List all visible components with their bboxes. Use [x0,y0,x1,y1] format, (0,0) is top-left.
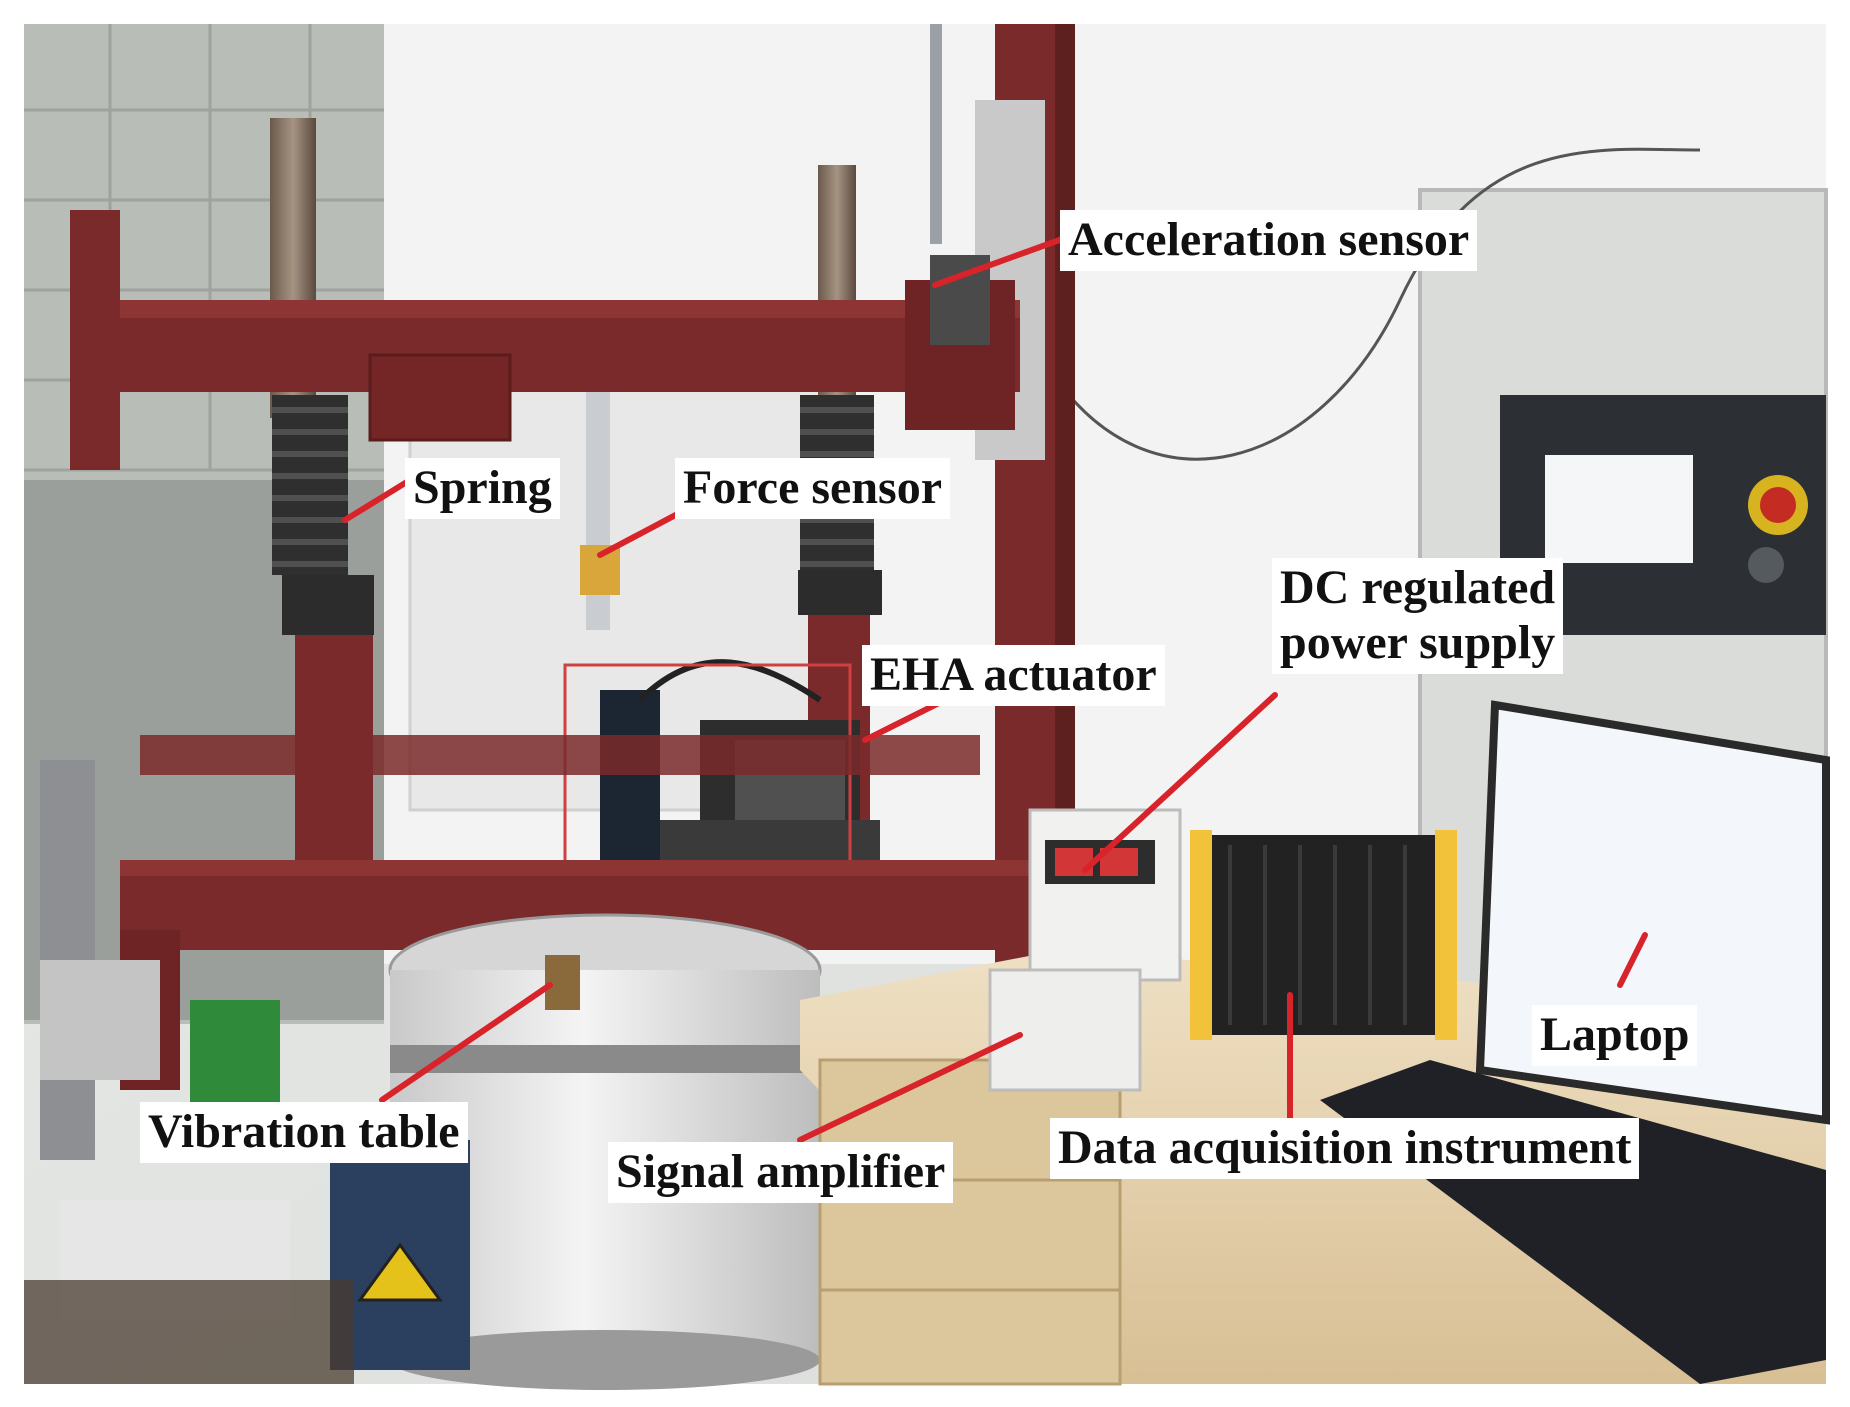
label-vibration-table: Vibration table [140,1102,468,1164]
label-dc-line1: DC regulated [1280,561,1556,614]
signal-amplifier [988,968,1142,1092]
label-dc-power-supply: DC regulated power supply [1272,558,1564,675]
dc-power-supply [1028,808,1182,982]
label-force-sensor: Force sensor [675,458,951,520]
leader-force-sensor [597,507,688,558]
label-laptop: Laptop [1532,1005,1698,1067]
leader-lines [342,235,1648,1143]
label-spring: Spring [405,458,560,520]
warning-sign [357,1242,443,1302]
daq-instrument [1195,835,1455,1035]
leader-dc-supply [1082,692,1278,873]
sensor-cable [1048,147,1701,461]
desk-drawers [818,1058,1122,1386]
label-data-acquisition: Data acquisition instrument [1050,1118,1640,1180]
leader-spring [342,477,413,523]
leader-vibration-table [379,982,553,1103]
beam-plate [368,353,512,442]
cabinet-display [1545,455,1693,563]
leader-signal-amplifier [797,1032,1023,1143]
label-eha-actuator: EHA actuator [862,645,1165,707]
left-spring [272,395,348,575]
leader-acceleration-sensor [932,235,1068,288]
label-dc-line2: power supply [1280,616,1556,670]
leader-laptop [1617,932,1648,988]
label-acceleration-sensor: Acceleration sensor [1060,210,1478,272]
label-signal-amplifier: Signal amplifier [608,1142,954,1204]
leader-eha-actuator [862,697,948,743]
